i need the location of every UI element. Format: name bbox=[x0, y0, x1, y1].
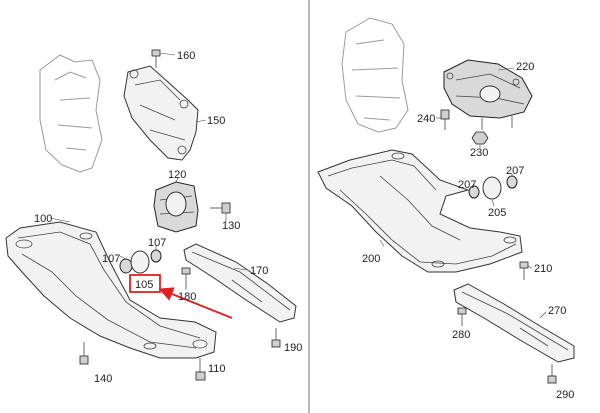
support-plate-170 bbox=[183, 243, 297, 323]
bolt-130 bbox=[210, 202, 231, 214]
rubber-mount-207 bbox=[468, 175, 518, 200]
label-170: 170 bbox=[250, 265, 268, 277]
label-107-right: 107 bbox=[148, 237, 166, 249]
label-207-right: 207 bbox=[506, 165, 524, 177]
label-220: 220 bbox=[516, 61, 534, 73]
leader-lines-right bbox=[379, 67, 547, 319]
label-290: 290 bbox=[556, 389, 574, 401]
label-140: 140 bbox=[94, 373, 112, 385]
label-120: 120 bbox=[168, 169, 186, 181]
label-190: 190 bbox=[284, 342, 302, 354]
leader-lines-left bbox=[49, 52, 247, 290]
label-105: 105 bbox=[135, 279, 153, 291]
nut-240 bbox=[440, 109, 450, 130]
bolt-290 bbox=[547, 364, 557, 384]
transmission-outline-left bbox=[39, 54, 103, 173]
right-panel: 220 240 230 207 207 205 200 210 270 280 … bbox=[317, 17, 575, 401]
left-panel: 160 150 120 130 100 107 107 105 170 180 … bbox=[5, 49, 302, 385]
label-107-left: 107 bbox=[102, 253, 120, 265]
mount-220 bbox=[443, 59, 533, 130]
bracket-150 bbox=[123, 65, 199, 161]
label-160: 160 bbox=[177, 50, 195, 62]
highlight-arrow bbox=[158, 287, 233, 319]
highlight-box-105 bbox=[129, 274, 161, 293]
label-110: 110 bbox=[208, 363, 226, 375]
transmission-outline-right bbox=[341, 17, 409, 133]
bolt-190 bbox=[271, 328, 281, 348]
crossmember-200 bbox=[317, 149, 523, 273]
bolt-110 bbox=[195, 358, 206, 381]
nut-230 bbox=[471, 131, 489, 145]
label-280: 280 bbox=[452, 329, 470, 341]
rubber-mount-107 bbox=[119, 249, 162, 274]
crossmember-100 bbox=[5, 221, 217, 359]
label-180: 180 bbox=[178, 291, 196, 303]
support-plate-270 bbox=[453, 283, 575, 363]
bolt-160 bbox=[151, 49, 161, 68]
label-210: 210 bbox=[534, 263, 552, 275]
mount-120 bbox=[153, 181, 199, 233]
label-205: 205 bbox=[488, 207, 506, 219]
label-230: 230 bbox=[470, 147, 488, 159]
bolt-140 bbox=[79, 342, 89, 365]
bolt-280 bbox=[457, 307, 467, 326]
label-130: 130 bbox=[222, 220, 240, 232]
label-270: 270 bbox=[548, 305, 566, 317]
bolt-180 bbox=[181, 267, 191, 288]
label-100: 100 bbox=[34, 213, 52, 225]
bolt-210 bbox=[519, 261, 529, 280]
label-207-left: 207 bbox=[458, 179, 476, 191]
label-240: 240 bbox=[417, 113, 435, 125]
label-200: 200 bbox=[362, 253, 380, 265]
label-150: 150 bbox=[207, 115, 225, 127]
